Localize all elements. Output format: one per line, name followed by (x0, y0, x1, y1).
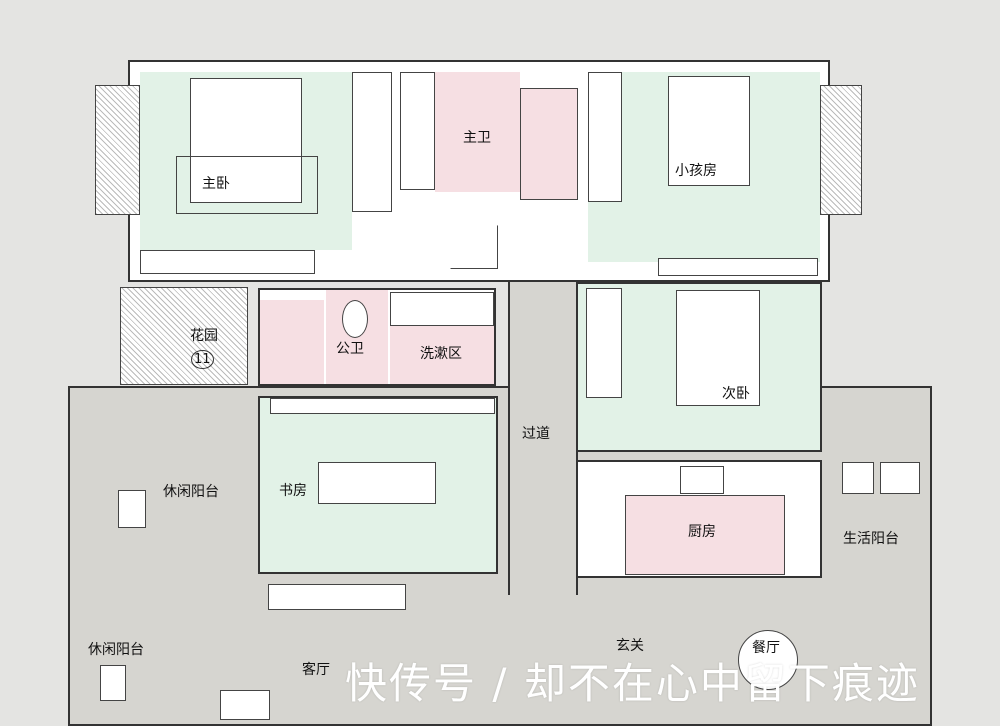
lounge-chair (118, 490, 146, 528)
left-balcony (95, 85, 140, 215)
wardrobe (352, 72, 392, 212)
master-desk (140, 250, 315, 274)
public-bath-shower (260, 300, 324, 384)
label-living-room: 客厅 (302, 662, 330, 678)
label-study: 书房 (279, 483, 307, 499)
label-entrance: 玄关 (616, 638, 644, 654)
label-public-bath: 公卫 (336, 341, 364, 357)
label-kitchen: 厨房 (688, 524, 716, 540)
master-rug (176, 156, 318, 214)
dining-table (738, 630, 798, 690)
label-dining-room: 餐厅 (752, 640, 780, 656)
study-shelf (270, 398, 495, 414)
master-bath (435, 72, 520, 192)
tv-cabinet (268, 584, 406, 610)
kids-bed (668, 76, 750, 186)
master-closet (520, 88, 578, 200)
second-wardrobe (586, 288, 622, 398)
garden (120, 287, 248, 385)
label-corridor: 过道 (522, 426, 550, 442)
label-leisure-balcony-2: 休闲阳台 (88, 642, 144, 658)
watermark: 快传号 / 却不在心中留下痕迹 (345, 659, 920, 708)
master-vanity (400, 72, 435, 190)
washer (842, 462, 874, 494)
sink-counter (390, 292, 494, 326)
right-balcony (820, 85, 862, 215)
label-garden-number: 11 (191, 350, 214, 369)
label-leisure-balcony-1: 休闲阳台 (163, 484, 219, 500)
label-master-bath: 主卫 (463, 130, 491, 146)
label-garden: 花园 (190, 328, 218, 344)
lounge-chair-2 (100, 665, 126, 701)
second-bed (676, 290, 760, 406)
master-bed (190, 78, 302, 203)
stove (680, 466, 724, 494)
kids-desk (658, 258, 818, 276)
label-service-balcony: 生活阳台 (843, 531, 899, 547)
kitchen (625, 495, 785, 575)
kids-wardrobe (588, 72, 622, 202)
sofa (220, 690, 270, 720)
label-wash-area: 洗漱区 (420, 346, 462, 362)
toilet (342, 300, 368, 338)
label-master-bedroom: 主卧 (202, 176, 230, 192)
service-sink (880, 462, 920, 494)
label-kids-room: 小孩房 (675, 163, 717, 179)
study-desk (318, 462, 436, 504)
label-second-bedroom: 次卧 (722, 386, 750, 402)
wash-area (390, 326, 494, 384)
